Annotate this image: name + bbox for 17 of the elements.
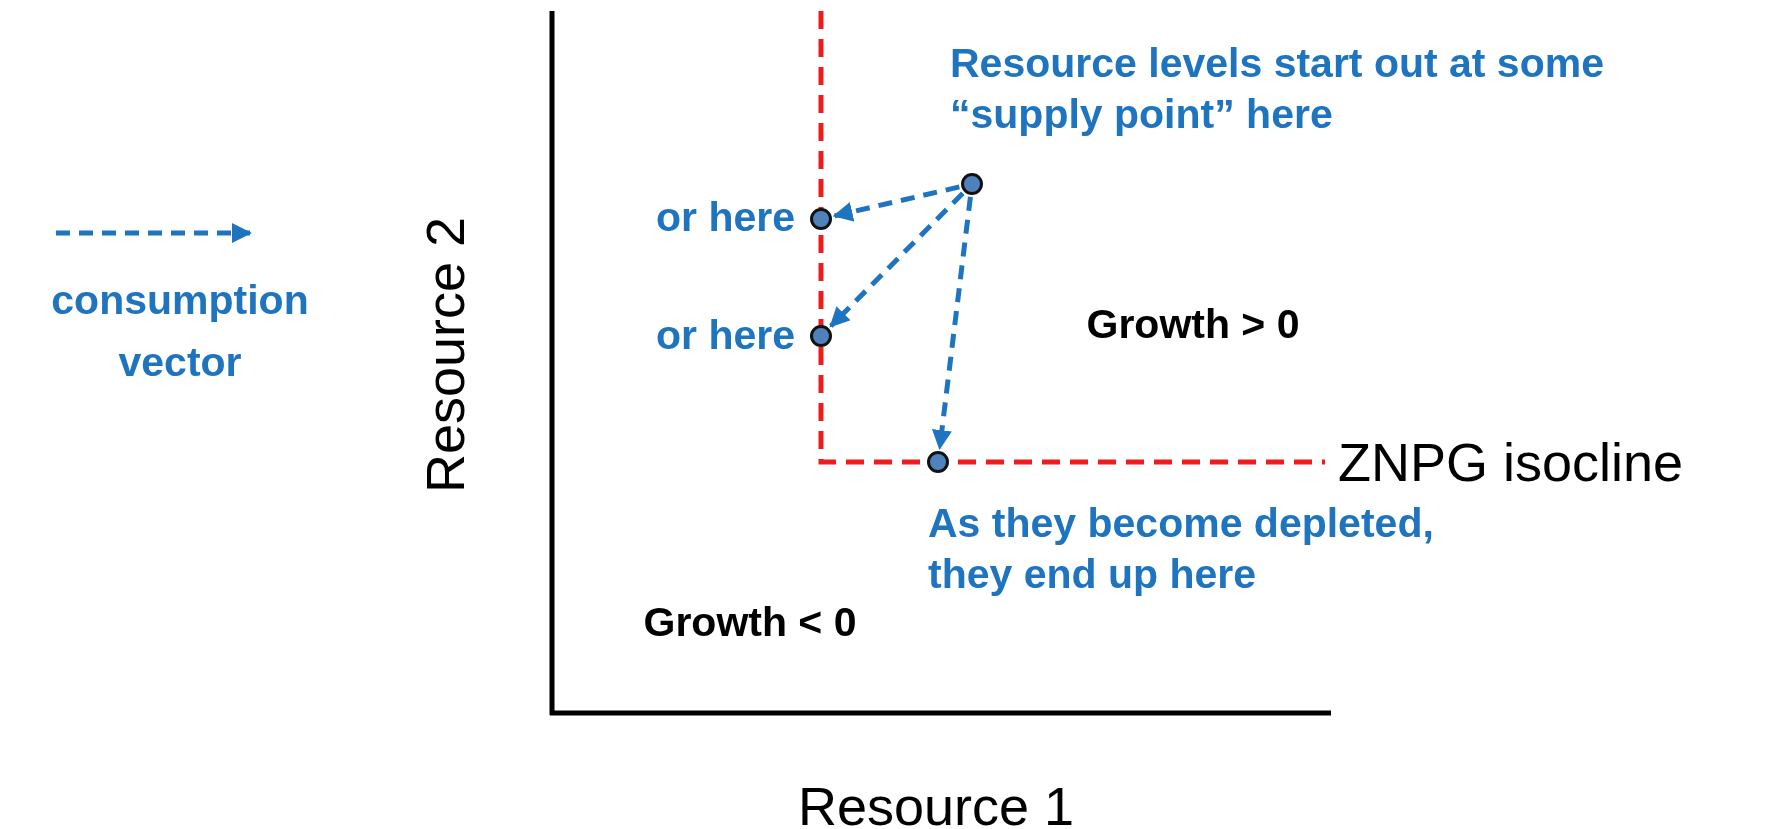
- annotation-text: As they become depleted, they end up here: [928, 499, 1435, 600]
- dashed-arrow: [931, 196, 973, 451]
- region-label: Growth < 0: [643, 598, 857, 646]
- dashed-arrow: [832, 184, 960, 222]
- annotation-text: or here: [655, 311, 795, 360]
- data-point: [961, 173, 983, 195]
- isocline-label: ZNPG isocline: [1338, 431, 1684, 493]
- annotation-text: or here: [655, 193, 795, 242]
- region-label: Growth > 0: [1086, 300, 1300, 348]
- legend-text: consumption vector: [50, 276, 310, 387]
- axis-label: Resource 2: [414, 216, 476, 494]
- annotation-text: Resource levels start out at some “supply point” here: [950, 39, 1605, 140]
- data-point: [927, 451, 949, 473]
- data-point: [810, 325, 832, 347]
- dashed-arrow: [829, 191, 965, 328]
- axis-label: Resource 1: [797, 775, 1075, 829]
- data-point: [810, 208, 832, 230]
